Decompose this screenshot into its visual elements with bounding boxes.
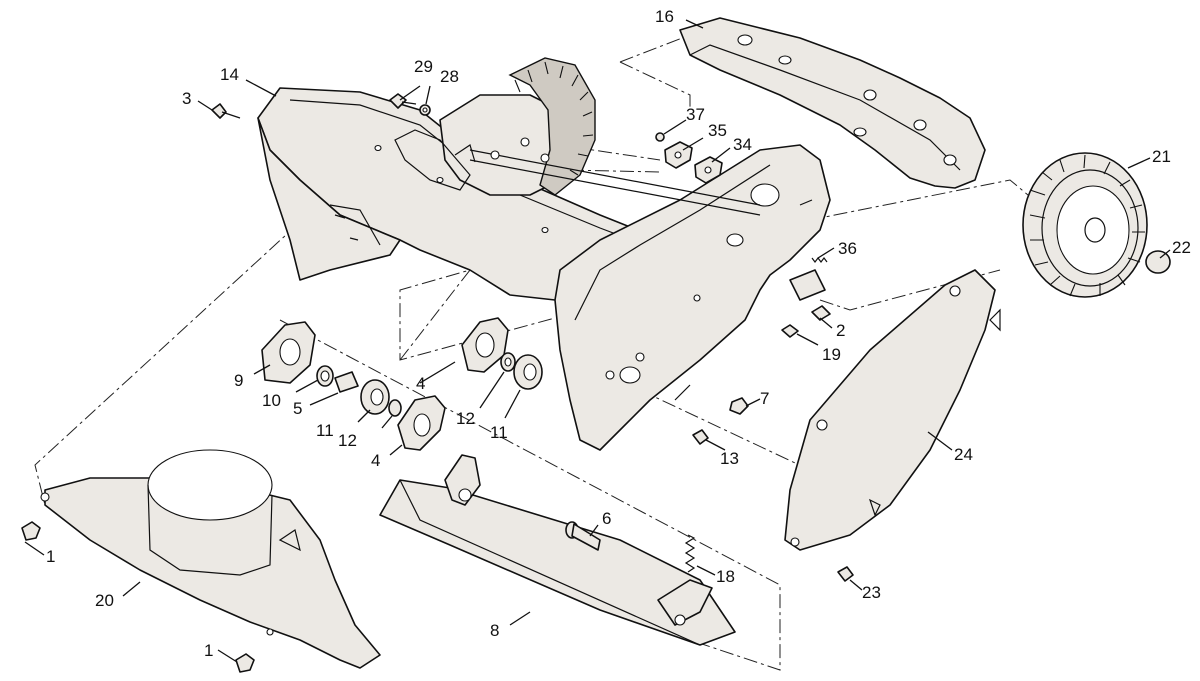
callout-1-upper: 1 xyxy=(46,547,55,566)
callout-16: 16 xyxy=(655,7,674,26)
callout-14: 14 xyxy=(220,65,239,84)
part-22-hubcap xyxy=(1145,250,1171,274)
part-19-bolt xyxy=(781,324,799,338)
part-14-frame xyxy=(257,87,831,451)
part-4-flange-center xyxy=(461,317,509,373)
part-23-bolt xyxy=(837,566,854,582)
callout-29: 29 xyxy=(414,57,433,76)
part-21-wheel xyxy=(1022,152,1148,298)
part-12-ring-left xyxy=(388,399,402,417)
part-18-spring xyxy=(684,534,696,573)
part-1-clip-lower xyxy=(235,653,255,673)
callout-12-center: 12 xyxy=(456,409,475,428)
part-7-nut xyxy=(729,397,749,415)
callout-4-left: 4 xyxy=(371,451,380,470)
callout-8: 8 xyxy=(490,621,499,640)
callout-1-lower: 1 xyxy=(204,641,213,660)
callout-2: 2 xyxy=(836,321,845,340)
callout-12-left: 12 xyxy=(338,431,357,450)
part-3-bolt xyxy=(211,103,241,119)
callout-19: 19 xyxy=(822,345,841,364)
part-35-clip xyxy=(664,141,693,169)
part-5-shaft xyxy=(334,371,359,393)
callout-labels: 1 1 2 3 4 4 5 6 7 8 9 10 11 11 12 12 13 … xyxy=(46,7,1191,660)
callout-13: 13 xyxy=(720,449,739,468)
part-20-chute xyxy=(40,449,381,669)
callout-35: 35 xyxy=(708,121,727,140)
callout-34: 34 xyxy=(733,135,752,154)
leader-lines xyxy=(24,19,1171,663)
part-9-bearing-flange xyxy=(261,321,316,384)
callout-21: 21 xyxy=(1152,147,1171,166)
part-37-screw xyxy=(655,132,665,142)
callout-22: 22 xyxy=(1172,238,1191,257)
callout-7: 7 xyxy=(760,389,769,408)
part-34-clip xyxy=(694,156,723,184)
callout-28: 28 xyxy=(440,67,459,86)
part-8-scraper-bar xyxy=(379,454,736,646)
callout-5: 5 xyxy=(293,399,302,418)
part-4-flange-left xyxy=(397,395,446,451)
part-13-bolt xyxy=(692,429,709,445)
part-12-ring-center xyxy=(500,352,516,372)
part-10-washer xyxy=(316,365,334,387)
part-24-belt-cover xyxy=(784,269,1001,551)
callout-10: 10 xyxy=(262,391,281,410)
callout-24: 24 xyxy=(954,445,973,464)
callout-36: 36 xyxy=(838,239,857,258)
callout-18: 18 xyxy=(716,567,735,586)
part-29-bolt xyxy=(389,93,417,109)
callout-6: 6 xyxy=(602,509,611,528)
callout-20: 20 xyxy=(95,591,114,610)
callout-3: 3 xyxy=(182,89,191,108)
impeller-assembly xyxy=(394,57,826,301)
part-16-upper-housing xyxy=(679,17,986,189)
callout-23: 23 xyxy=(862,583,881,602)
part-11-bearing-left xyxy=(360,379,390,415)
part-6-pin xyxy=(565,521,601,551)
part-28-nut xyxy=(419,104,431,116)
part-36-spring xyxy=(811,257,828,263)
callout-11-left: 11 xyxy=(316,421,334,440)
callout-37: 37 xyxy=(686,105,705,124)
part-2-bolt xyxy=(811,305,831,321)
callout-11-center: 11 xyxy=(490,423,508,442)
callout-4-center: 4 xyxy=(416,374,425,393)
part-1-clip-upper xyxy=(21,521,41,541)
part-11-bearing-center xyxy=(513,354,543,390)
callout-9: 9 xyxy=(234,371,243,390)
